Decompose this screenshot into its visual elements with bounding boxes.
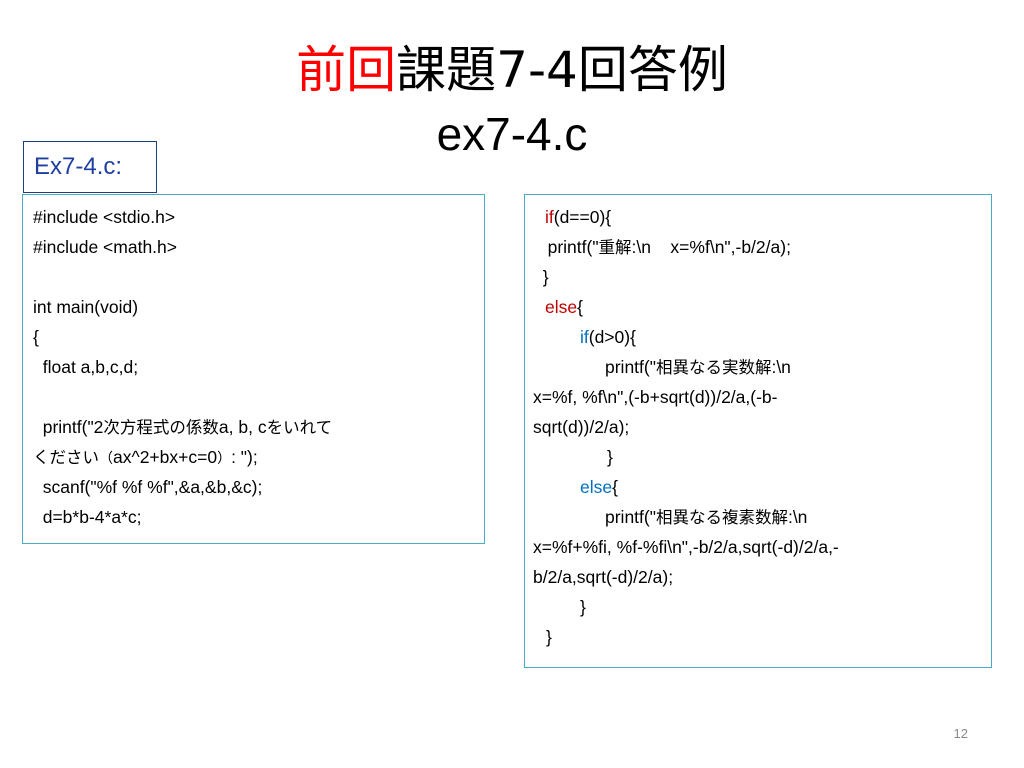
code-line: #include <math.h> (33, 237, 177, 257)
code-line: printf("2次方程式の係数a, b, cをいれて (33, 412, 474, 442)
code-line: } (580, 597, 586, 617)
code-seg: 相異なる実数解 (655, 358, 772, 377)
code-seg: :\n (787, 507, 808, 527)
code-seg: 次方程式の係数 (103, 418, 219, 437)
code-seg: 相異なる複素数解 (655, 508, 788, 527)
code-line: else{ (533, 472, 983, 502)
code-line: d=b*b-4*a*c; (33, 507, 142, 527)
code-seg: a, b, c (218, 417, 267, 437)
code-box-left: #include <stdio.h> #include <math.h> int… (22, 194, 485, 544)
code-line: } (607, 447, 613, 467)
code-line: { (33, 327, 39, 347)
code-seg: （ (99, 451, 113, 467)
code-seg: :\n x=%f\n",-b/2/a); (631, 237, 791, 257)
code-line: scanf("%f %f %f",&a,&b,&c); (33, 477, 263, 497)
keyword-else: else (545, 297, 578, 317)
keyword-if: if (545, 207, 554, 227)
code-seg: :\n (771, 357, 791, 377)
code-line: if(d>0){ (533, 322, 983, 352)
page-number: 12 (953, 726, 968, 741)
code-seg: 重解 (598, 238, 632, 257)
code-line: printf("重解:\n x=%f\n",-b/2/a); (533, 232, 983, 262)
code-seg: printf(" (605, 507, 656, 527)
slide-title: 前回課題7-4回答例 ex7-4.c (0, 38, 1024, 166)
code-seg: printf("2 (33, 417, 104, 437)
title-line-1: 前回課題7-4回答例 (0, 38, 1024, 102)
code-line: x=%f+%fi, %f-%fi\n",-b/2/a,sqrt(-d)/2/a,… (533, 537, 839, 557)
code-seg: ax^2+bx+c=0 (113, 447, 218, 467)
code-line: float a,b,c,d; (33, 357, 139, 377)
code-line: b/2/a,sqrt(-d)/2/a); (533, 567, 674, 587)
code-line: if(d==0){ (533, 202, 983, 232)
code-line: x=%f, %f\n",(-b+sqrt(d))/2/a,(-b- (533, 387, 778, 407)
title-rest: 課題7-4回答例 (396, 41, 728, 99)
code-seg: printf(" (533, 237, 599, 257)
code-seg: printf(" (605, 357, 656, 377)
code-line: printf("相異なる実数解:\n (533, 352, 983, 382)
code-line: sqrt(d))/2/a); (533, 417, 630, 437)
code-seg: : "); (231, 447, 258, 467)
code-seg: ） (217, 451, 232, 467)
filename-label: Ex7-4.c: (23, 141, 157, 193)
code-seg: ください (33, 448, 99, 467)
keyword-if: if (580, 327, 589, 347)
code-blank-line (33, 262, 474, 292)
code-line: } (533, 267, 549, 287)
code-seg: { (612, 477, 618, 497)
title-accent: 前回 (296, 41, 397, 99)
code-line: printf("相異なる複素数解:\n (533, 502, 983, 532)
code-seg: { (577, 297, 583, 317)
title-subtitle: ex7-4.c (436, 108, 588, 160)
code-seg: (d>0){ (588, 327, 636, 347)
code-line: } (546, 627, 552, 647)
code-line: #include <stdio.h> (33, 207, 176, 227)
keyword-else: else (580, 477, 613, 497)
code-line: ください（ax^2+bx+c=0）: "); (33, 442, 474, 472)
code-seg: (d==0){ (553, 207, 612, 227)
code-box-right: if(d==0){ printf("重解:\n x=%f\n",-b/2/a);… (524, 194, 992, 668)
code-line: int main(void) (33, 297, 139, 317)
code-seg: をいれて (266, 418, 333, 437)
code-blank-line (33, 382, 474, 412)
code-line: else{ (533, 292, 983, 322)
